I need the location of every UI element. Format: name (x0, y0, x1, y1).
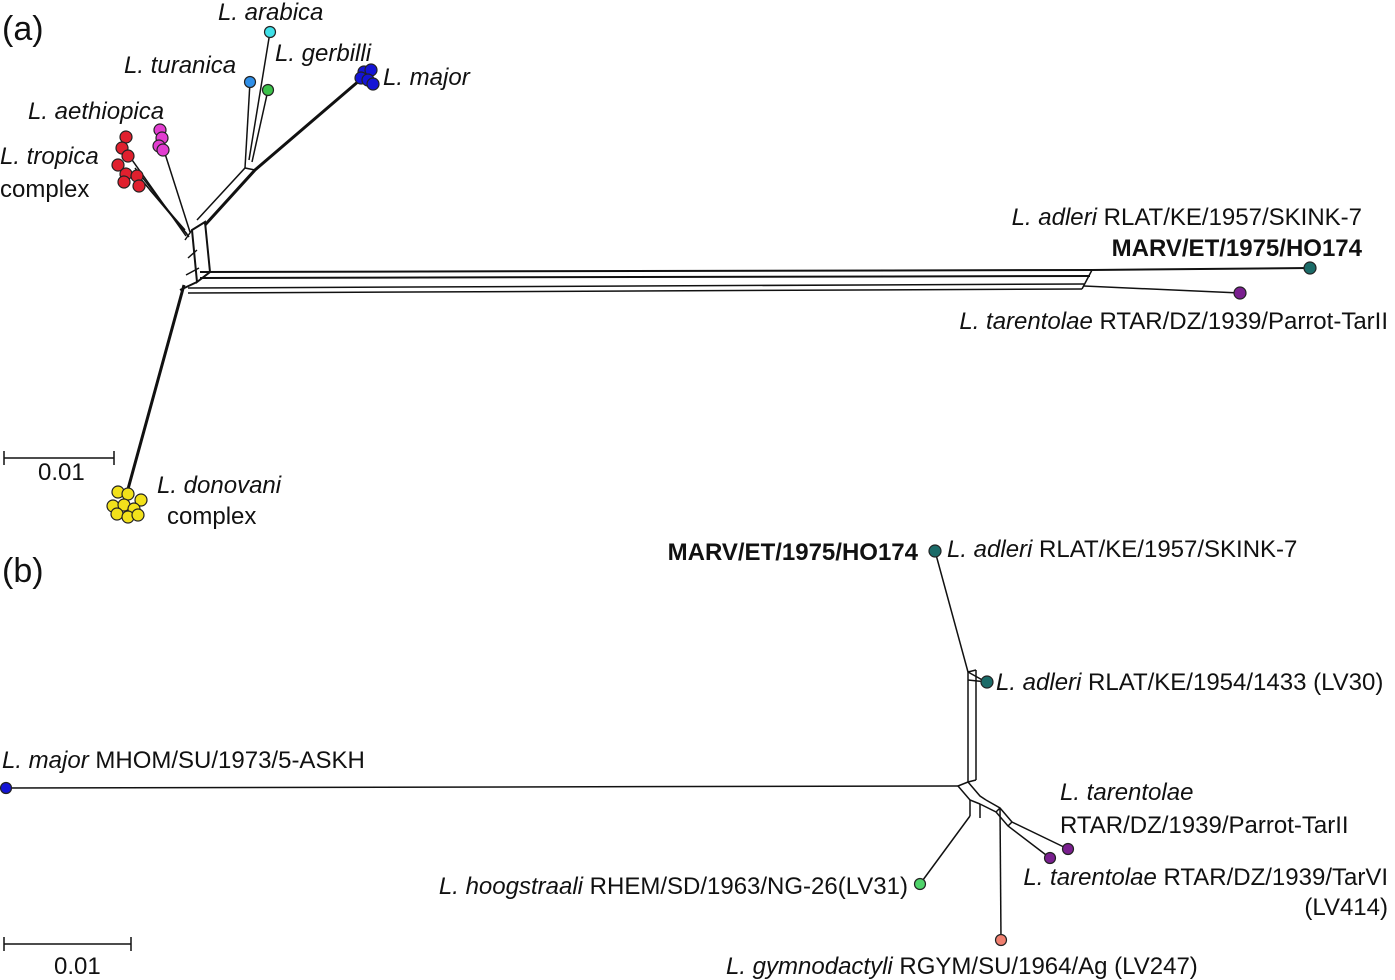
label-marv-a: MARV/ET/1975/HO174 (1112, 235, 1363, 262)
label-tarentolae-a: L. tarentolae RTAR/DZ/1939/Parrot-TarII (959, 308, 1388, 335)
label-tarentolae-tarvi-code: (LV414) (1304, 894, 1388, 921)
label-arabica: L. arabica (218, 0, 323, 26)
node-marv-b (928, 544, 942, 558)
label-donovani-complex: complex (167, 503, 256, 530)
label-donovani: L. donovani (157, 472, 282, 499)
panel-a: (a) (0, 0, 1388, 530)
node-gymnodactyli (994, 933, 1008, 947)
label-tropica: L. tropica (0, 143, 99, 170)
scale-bar-a-label: 0.01 (38, 459, 85, 486)
label-tarentolae-tarvi-strain: RTAR/DZ/1939/TarVI (1157, 864, 1388, 891)
label-adleri-skink-species: L. adleri (947, 536, 1033, 563)
panel-b-label: (b) (2, 552, 44, 590)
node-tarentolae-a (1233, 286, 1247, 300)
node-tarentolae-parrot (1061, 842, 1075, 856)
label-tarentolae-parrot-species: L. tarentolae (1060, 779, 1193, 806)
label-hoogstraali-strain: RHEM/SD/1963/NG-26(LV31) (583, 873, 908, 900)
panel-b: (b) MARV/ET/1975/HO174 L. adleri RLAT (0, 536, 1388, 980)
label-tarentolae-tarvi: L. tarentolae RTAR/DZ/1939/TarVI (1023, 864, 1388, 891)
scale-bar-a: 0.01 (3, 451, 115, 486)
label-adleri-skink-strain: RLAT/KE/1957/SKINK-7 (1032, 536, 1297, 563)
branch-turanica-arabica-gerbilli (244, 31, 271, 169)
label-tarentolae-a-strain: RTAR/DZ/1939/Parrot-TarII (1093, 308, 1388, 335)
label-gymnodactyli-strain: RGYM/SU/1964/Ag (LV247) (893, 953, 1198, 980)
label-turanica: L. turanica (124, 52, 236, 79)
label-adleri-lv30-strain: RLAT/KE/1954/1433 (LV30) (1081, 669, 1383, 696)
node-gerbilli (261, 83, 275, 97)
node-major-b (0, 781, 13, 795)
branch-donovani (123, 284, 186, 501)
panel-a-label: (a) (2, 10, 44, 48)
nodes-aethiopica (152, 123, 170, 157)
label-aethiopica: L. aethiopica (28, 98, 164, 125)
panel-a-long-branch (187, 267, 1311, 294)
scale-bar-b: 0.01 (3, 937, 132, 980)
node-marv-a (1303, 261, 1317, 275)
label-tarentolae-a-species: L. tarentolae (959, 308, 1092, 335)
label-gerbilli: L. gerbilli (275, 40, 372, 67)
label-adleri-a: L. adleri RLAT/KE/1957/SKINK-7 (1012, 204, 1362, 231)
label-marv-b: MARV/ET/1975/HO174 (668, 539, 919, 566)
label-adleri-lv30-species: L. adleri (996, 669, 1082, 696)
nodes-tropica (111, 130, 146, 193)
scale-bar-b-label: 0.01 (54, 953, 101, 980)
label-major-b-strain: MHOM/SU/1973/5-ASKH (89, 747, 365, 774)
label-adleri-a-species: L. adleri (1012, 204, 1098, 231)
label-adleri-lv30: L. adleri RLAT/KE/1954/1433 (LV30) (996, 669, 1383, 696)
label-hoogstraali: L. hoogstraali RHEM/SD/1963/NG-26(LV31) (439, 873, 908, 900)
node-hoogstraali (913, 877, 927, 891)
node-arabica (263, 25, 277, 39)
nodes-turanica (243, 75, 257, 89)
nodes-major (354, 63, 380, 91)
label-gymnodactyli-species: L. gymnodactyli (726, 953, 893, 980)
node-adleri-lv30 (980, 675, 994, 689)
node-tarentolae-tarvi (1043, 851, 1057, 865)
label-tropica-complex: complex (0, 176, 89, 203)
nodes-arabica (263, 25, 277, 39)
nodes-donovani (106, 485, 148, 524)
label-major-b: L. major MHOM/SU/1973/5-ASKH (2, 747, 365, 774)
label-hoogstraali-species: L. hoogstraali (439, 873, 584, 900)
label-major-b-species: L. major (2, 747, 90, 774)
panel-b-network (5, 550, 1069, 941)
label-tarentolae-tarvi-species: L. tarentolae (1023, 864, 1156, 891)
node-turanica (243, 75, 257, 89)
nodes-gerbilli (261, 83, 275, 97)
branch-major (196, 78, 361, 227)
label-adleri-skink: L. adleri RLAT/KE/1957/SKINK-7 (947, 536, 1297, 563)
label-major: L. major (383, 64, 471, 91)
label-tarentolae-parrot-strain: RTAR/DZ/1939/Parrot-TarII (1060, 812, 1349, 839)
label-gymnodactyli: L. gymnodactyli RGYM/SU/1964/Ag (LV247) (726, 953, 1198, 980)
label-adleri-a-strain: RLAT/KE/1957/SKINK-7 (1097, 204, 1362, 231)
